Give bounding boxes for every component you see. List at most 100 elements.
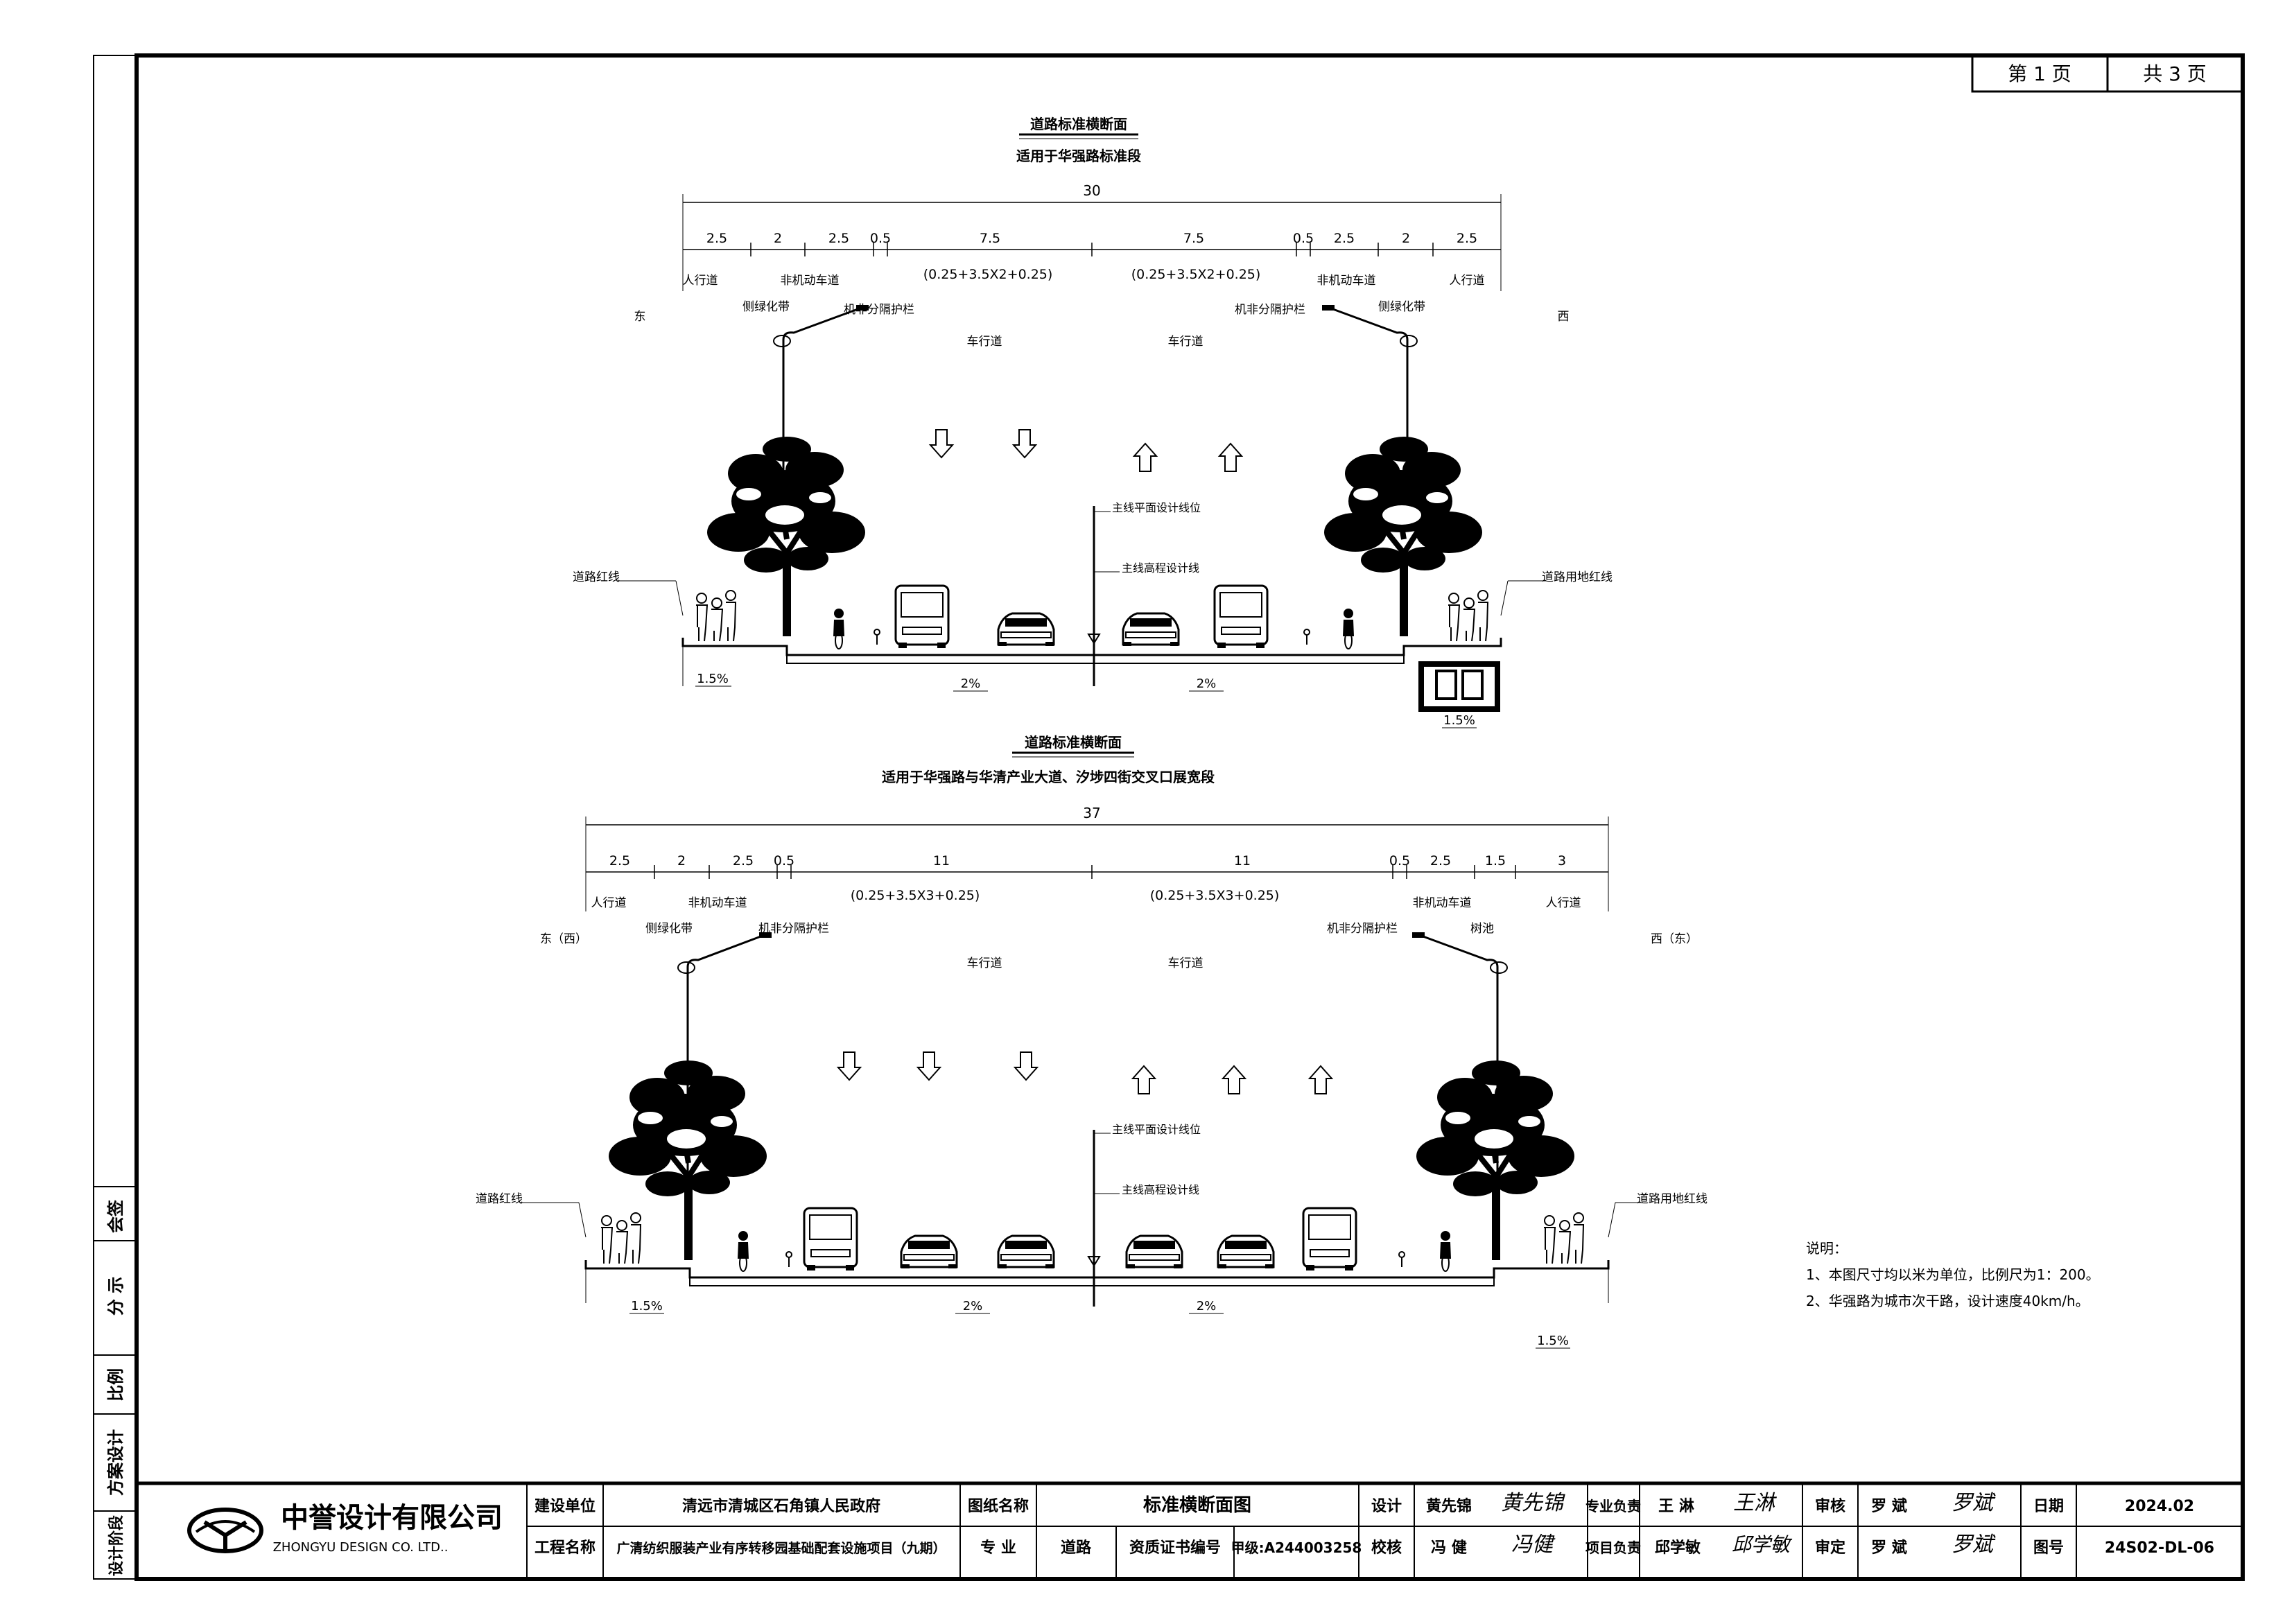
s1-seg-0: 2.5 [706, 231, 727, 246]
s1-lane-formula-left: (0.25+3.5X2+0.25) [923, 267, 1053, 282]
side-sign: 会签 [106, 1199, 125, 1233]
checker: 冯 健 [1431, 1539, 1467, 1557]
s1-label-green-l: 侧绿化带 [742, 300, 790, 314]
section-1-title: 道路标准横断面 [1030, 116, 1127, 132]
notes-item-2: 2、华强路为城市次干路，设计速度40km/h。 [1806, 1293, 2089, 1309]
discipline: 道路 [1061, 1539, 1092, 1557]
s2-seg-1: 2 [677, 853, 686, 868]
section-2-total-width: 37 [1083, 805, 1100, 821]
section-1-subtitle: 适用于华强路标准段 [1016, 148, 1141, 164]
s2-label-sidewalk-r: 人行道 [1546, 896, 1581, 910]
s2-label-west: 西（东） [1651, 932, 1698, 946]
s1-red-line-l: 道路红线 [573, 570, 620, 584]
s1-seg-2: 2.5 [828, 231, 849, 246]
project-label: 工程名称 [535, 1539, 596, 1557]
total-pages-label: 共 3 页 [2143, 62, 2207, 85]
spec-signature: 王淋 [1733, 1491, 1778, 1515]
s1-seg-9: 2.5 [1457, 231, 1477, 246]
s1-seg-5: 7.5 [1183, 231, 1204, 246]
approver: 罗 斌 [1871, 1539, 1907, 1557]
s2-seg-9: 3 [1558, 853, 1566, 868]
company-logo-icon [187, 1508, 263, 1553]
s1-slope-sw-l: 1.5% [697, 672, 729, 686]
title-block: 中誉设计有限公司 ZHONGYU DESIGN CO. LTD.. 建设单位 清… [137, 1481, 2243, 1579]
drawing-no: 24S02-DL-06 [2105, 1539, 2214, 1557]
spec-lead: 王 淋 [1658, 1497, 1694, 1515]
s1-seg-4: 7.5 [980, 231, 1000, 246]
s2-label-bike-l: 非机动车道 [688, 896, 747, 910]
s1-lane-formula-right: (0.25+3.5X2+0.25) [1131, 267, 1261, 282]
section-2-subtitle: 适用于华强路与华清产业大道、汐埗四街交叉口展宽段 [882, 769, 1215, 785]
s1-label-bike-r: 非机动车道 [1317, 274, 1376, 288]
build-unit-label: 建设单位 [535, 1497, 596, 1515]
s2-red-line-l: 道路红线 [476, 1192, 523, 1206]
side-strip: 会签 分 示 比例 方案设计 设计阶段 [94, 1186, 137, 1576]
s1-seg-6: 0.5 [1293, 231, 1314, 246]
s1-label-sidewalk-r: 人行道 [1450, 274, 1485, 288]
s1-plan-line: 主线平面设计线位 [1112, 501, 1201, 514]
s1-label-carriage-r: 车行道 [1168, 335, 1204, 349]
s1-elev-line: 主线高程设计线 [1122, 561, 1199, 575]
s1-label-bike-l: 非机动车道 [781, 274, 840, 288]
s2-seg-6: 0.5 [1389, 853, 1410, 868]
proj-label: 项目负责 [1585, 1539, 1641, 1556]
s2-label-guard-r: 机非分隔护栏 [1327, 922, 1398, 936]
s2-lane-formula-left: (0.25+3.5X3+0.25) [851, 888, 980, 903]
s2-plan-line: 主线平面设计线位 [1112, 1123, 1201, 1136]
s2-seg-5: 11 [1234, 853, 1251, 868]
s2-label-tree-r: 树池 [1470, 922, 1494, 936]
s1-label-west: 西 [1558, 310, 1570, 324]
review-label: 审核 [1815, 1497, 1845, 1515]
proj-signature: 邱学敏 [1732, 1533, 1793, 1556]
s2-slope-sw-l: 1.5% [631, 1299, 663, 1313]
spec-label: 专业负责 [1585, 1498, 1641, 1514]
drawing-name-label: 图纸名称 [968, 1497, 1029, 1515]
reviewer-signature: 罗斌 [1952, 1491, 1996, 1515]
s2-slope-sw-r: 1.5% [1537, 1334, 1569, 1348]
date: 2024.02 [2125, 1498, 2194, 1515]
s1-seg-8: 2 [1402, 231, 1410, 246]
s2-slope-road-l: 2% [963, 1299, 983, 1313]
s2-label-guard-l: 机非分隔护栏 [758, 922, 829, 936]
notes: 说明： 1、本图尺寸均以米为单位，比例尺为1：200。 2、华强路为城市次干路，… [1806, 1240, 2100, 1309]
side-phase: 方案设计 [106, 1429, 125, 1496]
s1-seg-3: 0.5 [870, 231, 891, 246]
s1-label-guard-r: 机非分隔护栏 [1235, 303, 1305, 317]
company-name-en: ZHONGYU DESIGN CO. LTD.. [273, 1540, 449, 1555]
build-unit: 清远市清城区石角镇人民政府 [682, 1497, 880, 1515]
designer: 黄先锦 [1426, 1497, 1472, 1515]
proj-lead: 邱学敏 [1655, 1539, 1701, 1557]
s2-seg-4: 11 [933, 853, 950, 868]
section-2: 道路标准横断面 适用于华强路与华清产业大道、汐埗四街交叉口展宽段 37 2.5 … [476, 734, 1708, 1349]
s1-slope-road-r: 2% [1197, 676, 1217, 691]
side-dept: 设计阶段 [107, 1515, 125, 1576]
checker-signature: 冯健 [1511, 1533, 1556, 1557]
notes-item-1: 1、本图尺寸均以米为单位，比例尺为1：200。 [1806, 1266, 2100, 1283]
page-label: 第 1 页 [2008, 62, 2071, 85]
s2-seg-7: 2.5 [1430, 853, 1451, 868]
s1-slope-road-l: 2% [961, 676, 981, 691]
drawing-no-label: 图号 [2033, 1539, 2064, 1557]
s2-elev-line: 主线高程设计线 [1122, 1183, 1199, 1196]
side-div: 分 示 [106, 1277, 125, 1316]
side-scale: 比例 [106, 1368, 125, 1402]
s2-label-east: 东（西） [540, 932, 587, 946]
s2-seg-2: 2.5 [733, 853, 754, 868]
outer-frame [93, 55, 2243, 1580]
s1-label-sidewalk-l: 人行道 [683, 274, 718, 288]
notes-heading: 说明： [1806, 1240, 1848, 1257]
drawing-name: 标准横断面图 [1143, 1494, 1251, 1516]
section-1: 道路标准横断面 适用于华强路标准段 30 2.5 2 2.5 0.5 7.5 7… [573, 116, 1613, 728]
s2-label-carriage-r: 车行道 [1168, 957, 1204, 970]
s2-slope-road-r: 2% [1197, 1299, 1217, 1313]
section-1-total-width: 30 [1083, 182, 1100, 199]
s1-seg-7: 2.5 [1334, 231, 1355, 246]
project-name: 广清纺织服装产业有序转移园基础配套设施项目（九期） [616, 1540, 946, 1556]
s1-label-carriage-l: 车行道 [967, 335, 1002, 349]
inner-frame [134, 53, 2245, 1581]
reviewer: 罗 斌 [1871, 1497, 1907, 1515]
page-number-box: 第 1 页 共 3 页 [1971, 54, 2244, 93]
s2-seg-3: 0.5 [774, 853, 794, 868]
designer-signature: 黄先锦 [1501, 1491, 1565, 1515]
